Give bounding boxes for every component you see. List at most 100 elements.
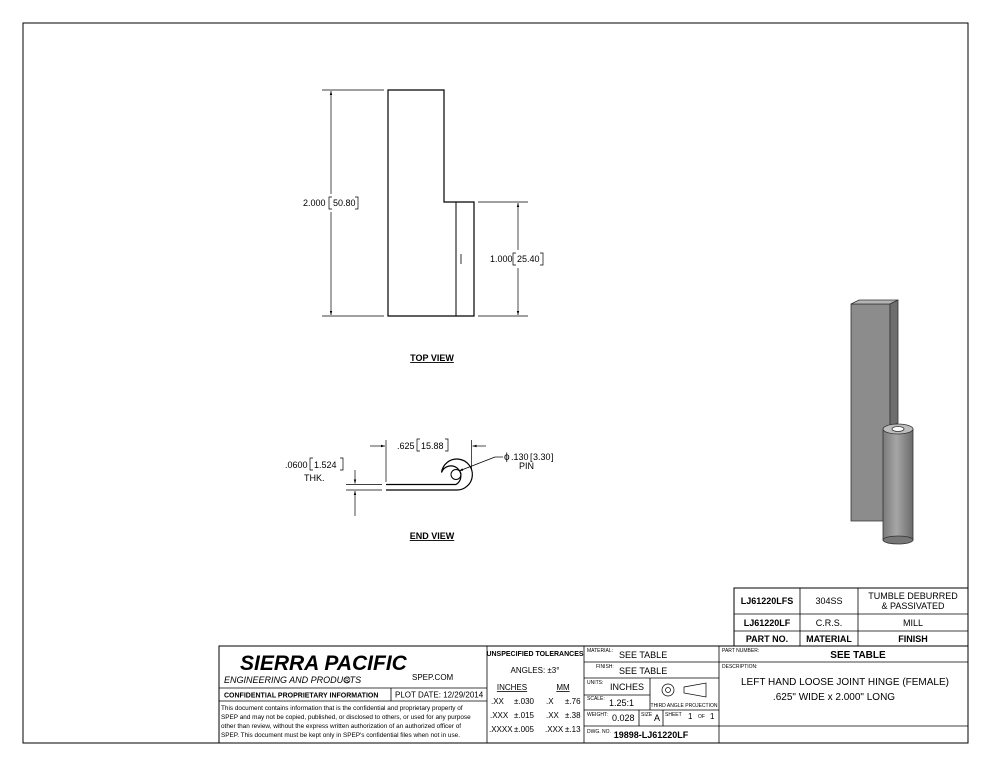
top-view-outline (387, 89, 475, 317)
dim-thk-mm-text: 1.524 (314, 460, 337, 470)
tolerances-angles: ANGLES: ±3° (511, 666, 560, 675)
weight-value: 0.028 (612, 713, 635, 723)
sheet-number: 1 (688, 712, 693, 721)
top-view-label: TOP VIEW (410, 353, 454, 363)
tol-row-2-mm-fmt: .XX (546, 711, 560, 720)
tol-row-2-in-fmt: .XXX (490, 711, 509, 720)
company-website: SPEP.COM (412, 673, 454, 682)
tol-row-3-in-tol: ±.005 (514, 725, 535, 734)
tol-row-3-in-fmt: .XXXX (489, 725, 513, 734)
part-table-header-material: MATERIAL (806, 634, 852, 644)
part-row-2-part: LJ61220LF (744, 618, 791, 628)
dim-length-text: 2.000 (303, 198, 326, 208)
tol-row-2-in-tol: ±.015 (514, 711, 535, 720)
company-subtitle: ENGINEERING AND PRODUCTS (224, 675, 361, 685)
confidential-line-2: SPEP and may not be copied, published, o… (221, 714, 471, 721)
description-line-1: LEFT HAND LOOSE JOINT HINGE (FEMALE) (741, 677, 949, 688)
part-row-1-material: 304SS (815, 596, 842, 606)
plot-date: PLOT DATE: 12/29/2014 (395, 691, 484, 700)
confidential-title: CONFIDENTIAL PROPRIETARY INFORMATION (224, 693, 378, 700)
part-table: LJ61220LFS 304SS TUMBLE DEBURRED & PASSI… (733, 587, 969, 647)
tol-row-3-mm-fmt: .XXX (545, 725, 564, 734)
company-name: SIERRA PACIFIC (240, 652, 408, 675)
registered-mark (343, 676, 351, 684)
finish-label: FINISH: (596, 664, 614, 670)
top-view: 2.000 50.80 1.000 25.40 TOP VIEW (303, 89, 544, 363)
tolerances-title: UNSPECIFIED TOLERANCES (486, 651, 583, 658)
size-value: A (654, 713, 660, 723)
dim-width-mm-text: 15.88 (421, 441, 444, 451)
bracket-right-thk (340, 457, 344, 471)
bracket-left-width (416, 438, 420, 452)
scale-label: SCALE: (587, 696, 605, 702)
iso-barrel-bottom (882, 535, 914, 545)
diameter-symbol: ϕ (504, 452, 510, 463)
part-row-2-material: C.R.S. (816, 618, 843, 628)
iso-leaf-side (889, 299, 899, 428)
bracket-right-knuckle (540, 252, 544, 266)
projection-label: THIRD ANGLE PROJECTION (651, 703, 718, 709)
units-value: INCHES (610, 682, 644, 692)
sheet-of: OF (698, 714, 705, 720)
confidential-line-3: other than review, without the express w… (221, 723, 461, 730)
pin-leader (458, 456, 496, 472)
part-row-2-finish-1: MILL (903, 618, 923, 628)
dim-knuckle-text: 1.000 (490, 254, 513, 264)
bracket-left-length (328, 196, 332, 210)
registered-letter: R (345, 678, 349, 684)
pin-dia-bracket-open: [ (530, 452, 533, 462)
tolerances-inches-header: INCHES (497, 683, 527, 692)
sheet-label: SHEET (665, 712, 682, 718)
part-table-header-part: PART NO. (746, 634, 788, 644)
thk-label: THK. (304, 473, 325, 483)
pin-label: PIN (519, 461, 534, 471)
material-label: MATERIAL: (587, 648, 613, 654)
description-label: DESCRIPTION: (722, 664, 758, 670)
description-line-2: .625" WIDE x 2.000" LONG (773, 692, 895, 703)
material-value: SEE TABLE (619, 650, 667, 660)
bracket-right-width (445, 438, 449, 452)
tol-row-3-mm-tol: ±.13 (565, 725, 581, 734)
sheet-total: 1 (710, 712, 715, 721)
tol-row-1-in-tol: ±.030 (514, 697, 535, 706)
partnumber-value: SEE TABLE (830, 650, 886, 661)
part-row-1-part: LJ61220LFS (741, 596, 794, 606)
pin-dia-text: .130 (511, 452, 529, 462)
bracket-left-thk (309, 457, 313, 471)
tol-row-1-mm-fmt: .X (546, 697, 554, 706)
bracket-left-knuckle (512, 252, 516, 266)
iso-barrel-hole (891, 426, 905, 432)
projection-circle-outer (661, 683, 675, 697)
weight-label: WEIGHT: (587, 712, 608, 718)
units-label: UNITS: (587, 680, 603, 686)
pin-dia-mm-text: 3.30 (533, 452, 551, 462)
dwg-value: 19898-LJ61220LF (614, 730, 689, 740)
tolerances-mm-header: MM (556, 683, 570, 692)
confidential-line-4: SPEP. This document must be kept only in… (221, 732, 460, 739)
part-row-1-finish-2: & PASSIVATED (881, 601, 945, 611)
end-view-label: END VIEW (410, 531, 455, 541)
isometric-view (850, 299, 914, 545)
part-row-1-finish-1: TUMBLE DEBURRED (868, 591, 958, 601)
size-label: SIZE (641, 712, 653, 718)
projection-cone (683, 682, 707, 698)
dim-knuckle-mm-text: 25.40 (517, 254, 540, 264)
dim-thk-text: .0600 (285, 460, 308, 470)
part-table-header-finish: FINISH (898, 634, 928, 644)
title-block: SIERRA PACIFIC ENGINEERING AND PRODUCTS … (218, 645, 969, 744)
tol-row-1-mm-tol: ±.76 (565, 697, 581, 706)
dim-width-text: .625 (397, 441, 415, 451)
dim-length-mm-text: 50.80 (333, 198, 356, 208)
confidential-line-1: This document contains information that … (221, 705, 463, 712)
dwg-label: DWG. NO. (587, 729, 611, 735)
pin-hole (450, 469, 462, 480)
end-view: .625 15.88 .0600 1.524 THK. ϕ .130 [ 3.3… (285, 438, 554, 541)
scale-value: 1.25:1 (609, 698, 634, 708)
finish-value: SEE TABLE (619, 666, 667, 676)
projection-circle-inner (665, 687, 671, 693)
pin-dia-bracket-close: ] (551, 452, 554, 462)
tol-row-1-in-fmt: .XX (491, 697, 505, 706)
iso-barrel (882, 428, 914, 541)
partnumber-label: PART NUMBER: (722, 648, 759, 654)
